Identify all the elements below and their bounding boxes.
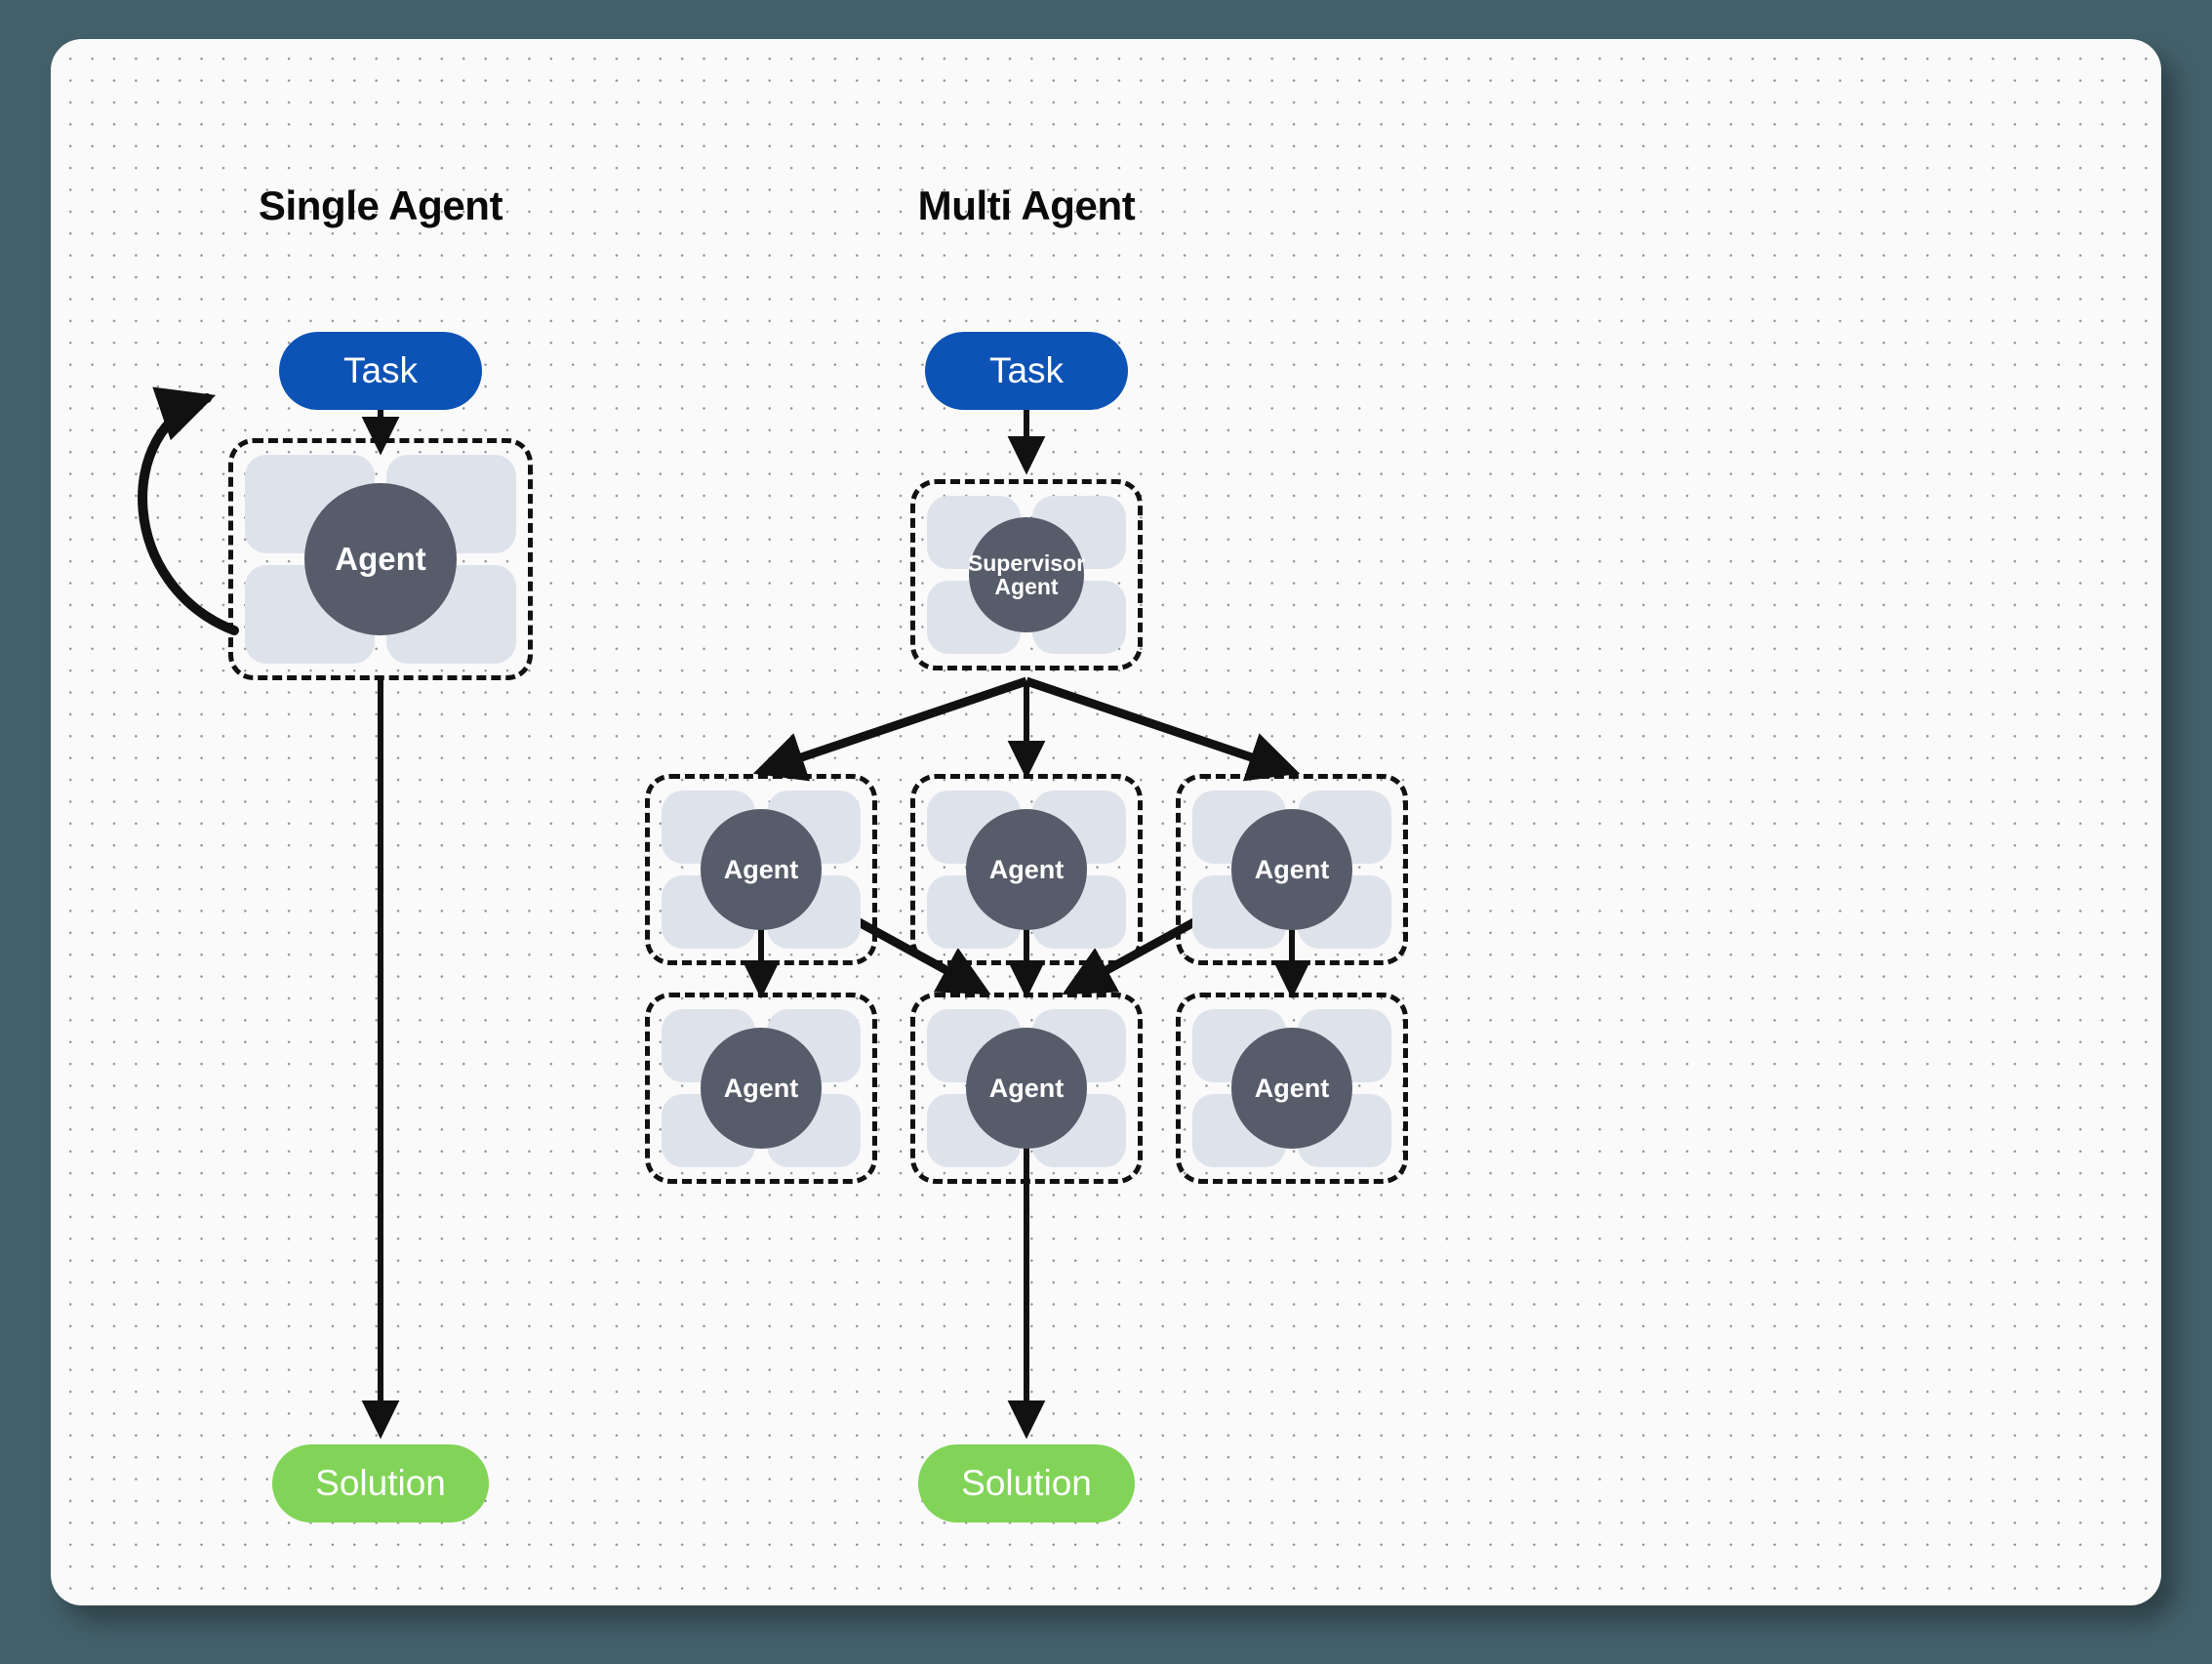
edge-supervisor-to-agent-3	[1025, 676, 1301, 782]
agent-label-bubble: Agent	[1231, 1028, 1352, 1149]
panel-title-single-agent: Single Agent	[258, 183, 503, 228]
agent-label-bubble: Agent	[304, 483, 457, 635]
agent-label-bubble: Agent	[701, 809, 822, 930]
supervisor-label-line-2: Agent	[994, 574, 1059, 599]
solution-node-multi[interactable]: Solution	[918, 1444, 1135, 1522]
diagram-canvas: Single Agent Task Agent Solution Multi A…	[51, 39, 2161, 1605]
agent-node-row1-col3[interactable]: Agent	[1176, 774, 1408, 965]
edge-supervisor-to-agent-1	[752, 676, 1028, 782]
agent-label-bubble: Agent	[966, 1028, 1087, 1149]
supervisor-agent-node[interactable]: Supervisor Agent	[910, 479, 1143, 670]
agent-label-bubble: Agent	[966, 809, 1087, 930]
agent-label-bubble: Agent	[1231, 809, 1352, 930]
supervisor-label-bubble: Supervisor Agent	[967, 517, 1086, 632]
solution-node-single[interactable]: Solution	[272, 1444, 489, 1522]
agent-node-row1-col2[interactable]: Agent	[910, 774, 1143, 965]
agent-node-row2-col2[interactable]: Agent	[910, 993, 1143, 1184]
agent-node-row2-col3[interactable]: Agent	[1176, 993, 1408, 1184]
panel-title-multi-agent: Multi Agent	[917, 183, 1136, 228]
edge-agent-self-loop	[138, 386, 239, 635]
supervisor-label-line-1: Supervisor	[967, 549, 1086, 576]
task-node-multi[interactable]: Task	[925, 332, 1128, 410]
agent-node-single[interactable]: Agent	[228, 438, 533, 680]
agent-node-row1-col1[interactable]: Agent	[645, 774, 877, 965]
task-node-single[interactable]: Task	[279, 332, 482, 410]
agent-label-bubble: Agent	[701, 1028, 822, 1149]
agent-node-row2-col1[interactable]: Agent	[645, 993, 877, 1184]
